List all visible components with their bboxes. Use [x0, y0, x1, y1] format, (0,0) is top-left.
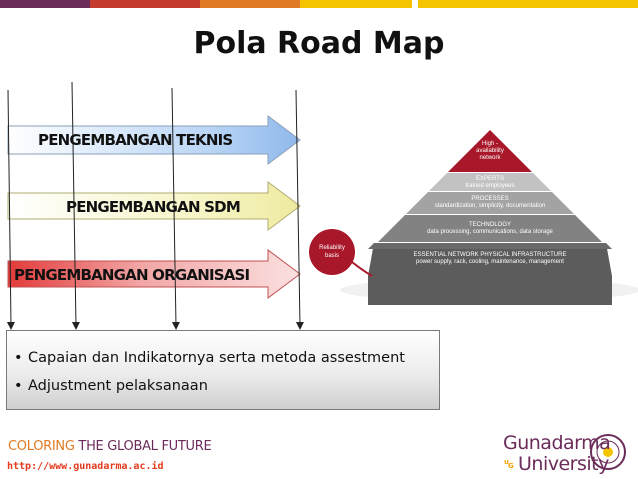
pyramid-label-processes: PROCESSES — [471, 196, 509, 202]
arrow-teknis — [7, 115, 301, 165]
bullet-item-2: • Adjustment pelaksanaan — [14, 378, 208, 394]
university-seal — [590, 434, 626, 470]
bullet-text-1: Capaian dan Indikatornya serta metoda as… — [28, 350, 405, 366]
tagline: COLORING THE GLOBAL FUTURE — [8, 439, 212, 454]
logo-prefix: u — [504, 458, 509, 466]
color-segment-purple — [0, 0, 90, 8]
color-segment-gap — [412, 0, 418, 8]
reliability-circle — [309, 229, 355, 275]
pyramid-level-top — [448, 130, 532, 172]
tagline-part1: COLORING — [8, 439, 75, 454]
pyramid-level-processes — [406, 192, 574, 214]
bullet-dot: • — [14, 350, 23, 366]
pyramid-label-infrastructure: ESSENTIAL NETWORK PHYSICAL INFRASTRUCTUR… — [413, 252, 567, 258]
page-title: Pola Road Map — [193, 26, 445, 61]
reliability-label: Reliability basis — [319, 245, 345, 259]
pyramid-label-experts: EXPERTS — [476, 176, 504, 182]
arrow-sdm — [7, 181, 301, 231]
pyramid-sub-experts: trained employees — [465, 183, 515, 189]
bullet-box — [6, 330, 440, 410]
timeline-line-2 — [71, 81, 80, 330]
bullet-text-2: Adjustment pelaksanaan — [28, 378, 208, 394]
website-link[interactable]: http://www.gunadarma.ac.id — [7, 461, 164, 472]
arrow-label-organisasi: PENGEMBANGAN ORGANISASI — [14, 266, 250, 284]
bullet-dot: • — [14, 378, 23, 394]
pyramid-sub-infrastructure: power supply, rack, cooling, maintenance… — [416, 259, 564, 265]
header-color-bar — [0, 0, 638, 8]
pyramid-level-technology — [378, 215, 602, 242]
pyramid-level-experts — [429, 173, 551, 191]
arrow-label-teknis: PENGEMBANGAN TEKNIS — [38, 131, 233, 149]
pyramid-sub-processes: standardization, simplicity, documentati… — [434, 203, 546, 209]
color-segment-orange — [200, 0, 300, 8]
tagline-part2: THE GLOBAL FUTURE — [74, 439, 212, 454]
color-segment-red — [90, 0, 200, 8]
color-segment-yellow — [300, 0, 412, 8]
timeline-line-3 — [171, 87, 180, 330]
pyramid-label-technology: TECHNOLOGY — [468, 222, 511, 228]
arrow-organisasi — [7, 249, 301, 299]
pyramid-graphic — [309, 130, 638, 305]
color-segment-yellow-2 — [418, 0, 638, 8]
arrow-label-sdm: PENGEMBANGAN SDM — [66, 198, 241, 216]
logo-name-1: Gunadarma — [503, 432, 611, 454]
logo-prefix-2: G — [508, 462, 514, 470]
timeline-line-4 — [295, 89, 304, 330]
bullet-item-1: • Capaian dan Indikatornya serta metoda a… — [14, 350, 405, 366]
pyramid-level-infrastructure — [368, 243, 612, 305]
timeline-line-1 — [6, 89, 15, 330]
pyramid-sub-technology: data processing, communications, data st… — [427, 229, 553, 235]
logo-name-2: University — [518, 453, 609, 475]
pyramid-label-top: High - availability network — [476, 141, 504, 161]
